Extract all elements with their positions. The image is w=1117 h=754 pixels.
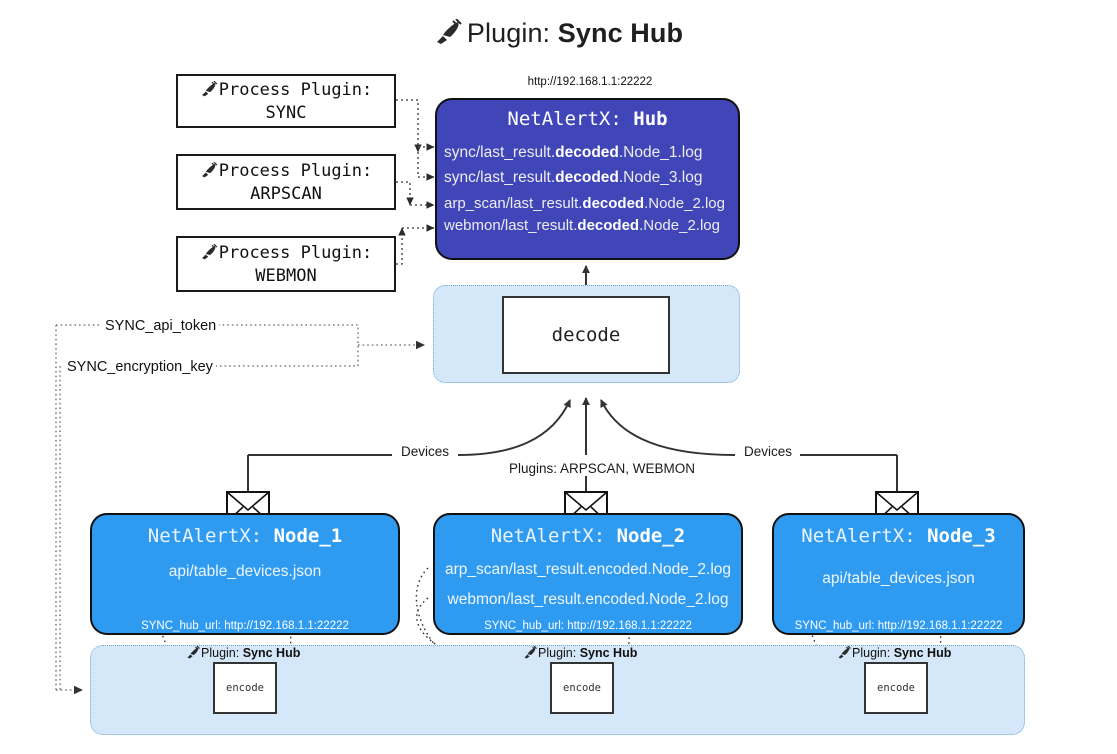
encode-box-1[interactable]: encode bbox=[213, 662, 277, 714]
title-name: Sync Hub bbox=[557, 18, 684, 48]
edge-arpscan-to-hub bbox=[396, 181, 414, 206]
encode-box-3[interactable]: encode bbox=[864, 662, 928, 714]
edge-label-plugins-center: Plugins: ARPSCAN, WEBMON bbox=[504, 461, 701, 476]
edge-webmon-to-hub bbox=[396, 227, 406, 265]
node-1-file-1: api/table_devices.json bbox=[168, 563, 322, 580]
process-plugin-name: SYNC bbox=[265, 103, 307, 123]
process-plugin-name: ARPSCAN bbox=[250, 184, 322, 204]
process-plugin-label: Process Plugin: bbox=[218, 80, 373, 101]
edge-sync-to-hub bbox=[396, 99, 422, 153]
title-prefix: Plugin: bbox=[466, 18, 558, 48]
node-card-node-3[interactable] bbox=[772, 513, 1025, 635]
node-3-title: NetAlertX: Node_3 bbox=[801, 525, 996, 547]
encode-box-2[interactable]: encode bbox=[550, 662, 614, 714]
node-card-node-1[interactable] bbox=[90, 513, 400, 635]
hub-title-prefix: NetAlertX: bbox=[507, 108, 634, 130]
hub-url-label: http://192.168.1.1:22222 bbox=[527, 76, 653, 88]
node-1-title: NetAlertX: Node_1 bbox=[147, 525, 343, 547]
plug-icon bbox=[186, 645, 201, 660]
edge-node3-seg2 bbox=[600, 399, 736, 456]
hub-file-1: sync/last_result.decoded.Node_1.log bbox=[444, 144, 703, 161]
process-plugin-name: WEBMON bbox=[255, 266, 317, 286]
edge-label-devices-left: Devices bbox=[396, 444, 455, 459]
decode-box[interactable]: decode bbox=[502, 296, 670, 374]
edge-node1-seg2 bbox=[457, 399, 571, 456]
encoder-3-caption: Plugin: Sync Hub bbox=[837, 645, 951, 660]
node-2-file-1: arp_scan/last_result.encoded.Node_2.log bbox=[444, 561, 732, 578]
plug-icon bbox=[523, 645, 538, 660]
process-plugin-label: Process Plugin: bbox=[218, 243, 373, 264]
hub-file-4: webmon/last_result.decoded.Node_2.log bbox=[444, 217, 720, 234]
node-2-hub-url: SYNC_hub_url: http://192.168.1.1:22222 bbox=[484, 620, 692, 632]
hub-card[interactable] bbox=[435, 98, 740, 260]
edge-label-devices-right: Devices bbox=[739, 444, 798, 459]
encoder-1-caption: Plugin: Sync Hub bbox=[186, 645, 300, 660]
node-card-node-2[interactable] bbox=[433, 513, 743, 635]
node-3-hub-url: SYNC_hub_url: http://192.168.1.1:22222 bbox=[794, 620, 1003, 632]
hub-file-2: sync/last_result.decoded.Node_3.log bbox=[444, 169, 703, 186]
plug-icon bbox=[200, 161, 219, 181]
hub-title-name: Hub bbox=[633, 108, 668, 130]
plug-icon bbox=[200, 80, 219, 100]
node-1-hub-url: SYNC_hub_url: http://192.168.1.1:22222 bbox=[141, 620, 349, 632]
encoder-2-caption: Plugin: Sync Hub bbox=[523, 645, 637, 660]
process-plugin-sync[interactable]: Process Plugin: SYNC bbox=[176, 74, 396, 128]
plug-icon bbox=[837, 645, 852, 660]
sync-encryption-key-label: SYNC_encryption_key bbox=[64, 359, 216, 375]
node-2-file-2: webmon/last_result.encoded.Node_2.log bbox=[447, 591, 729, 608]
node-3-file-1: api/table_devices.json bbox=[822, 570, 975, 587]
plug-icon bbox=[434, 18, 464, 52]
sync-api-token-label: SYNC_api_token bbox=[102, 318, 220, 334]
process-plugin-arpscan[interactable]: Process Plugin: ARPSCAN bbox=[176, 154, 396, 210]
hub-file-3: arp_scan/last_result.decoded.Node_2.log bbox=[444, 195, 725, 212]
node-2-title: NetAlertX: Node_2 bbox=[490, 525, 686, 547]
process-plugin-label: Process Plugin: bbox=[218, 161, 373, 182]
plug-icon bbox=[200, 243, 219, 263]
hub-title: NetAlertX: Hub bbox=[435, 108, 740, 130]
page-title: Plugin: Sync Hub bbox=[0, 18, 1117, 52]
process-plugin-webmon[interactable]: Process Plugin: WEBMON bbox=[176, 236, 396, 292]
